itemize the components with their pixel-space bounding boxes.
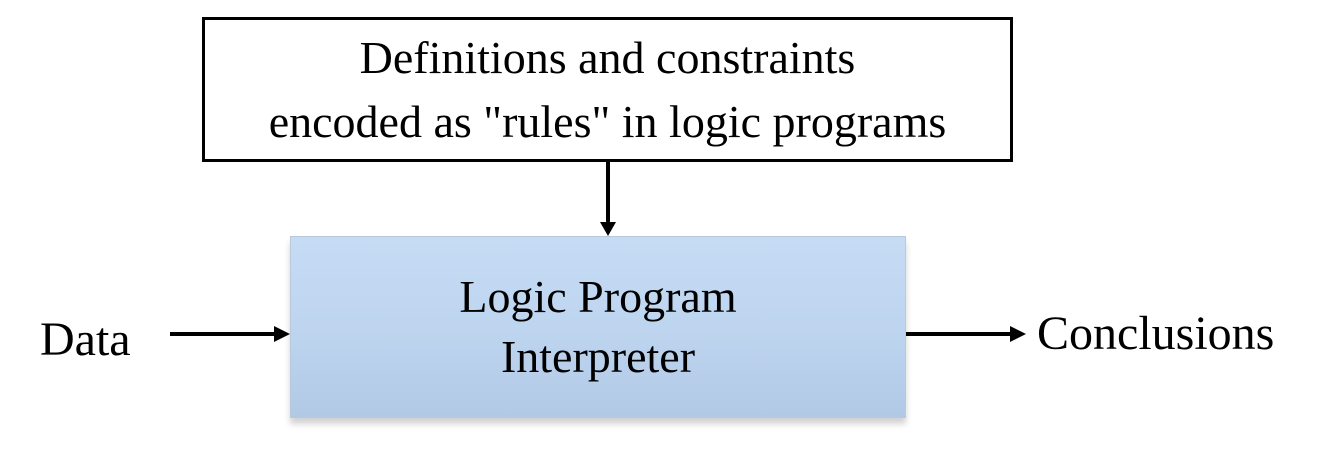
interpreter-box: Logic Program Interpreter [290, 236, 906, 418]
conclusions-label: Conclusions [1037, 307, 1275, 360]
rules-box-line-2: encoded as "rules" in logic programs [268, 95, 947, 147]
interpreter-box-line-1: Logic Program [459, 271, 737, 322]
rules-to-interpreter-arrowhead [600, 222, 616, 236]
data-to-interpreter-arrowhead [274, 326, 290, 342]
interpreter-box-line-2: Interpreter [500, 331, 696, 382]
data-label: Data [40, 313, 131, 366]
interpreter-to-conclusions-arrowhead [1010, 326, 1026, 342]
rules-box: Definitions and constraints encoded as "… [202, 17, 1013, 162]
rules-box-line-1: Definitions and constraints [359, 31, 856, 83]
